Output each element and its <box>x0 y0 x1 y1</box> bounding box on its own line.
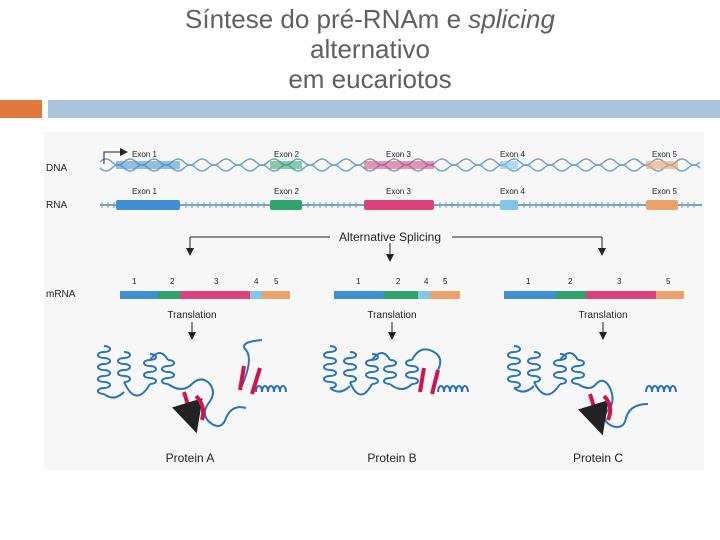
mrna-b-number-5: 5 <box>443 277 448 286</box>
rna-label: RNA <box>46 200 67 211</box>
mrna-label: mRNA <box>46 289 76 300</box>
mrna-c <box>504 291 684 299</box>
mrna-c-number-2: 2 <box>568 277 573 286</box>
mrna-a-number-4: 4 <box>254 277 259 286</box>
rna-exon-3-label: Exon 3 <box>386 187 411 196</box>
rna-exon-2-label: Exon 2 <box>274 187 299 196</box>
dna-exon-4-label: Exon 4 <box>500 150 525 159</box>
mrna-c-number-3: 3 <box>617 277 622 286</box>
rna-exon-1-label: Exon 1 <box>132 187 157 196</box>
protein-c <box>508 346 676 427</box>
protein-c-beta-strands <box>590 394 610 420</box>
mrna-b-number-1: 1 <box>356 277 361 286</box>
rna-strand <box>100 200 702 210</box>
mrna-a <box>120 291 290 299</box>
protein-a-label: Protein A <box>166 451 215 465</box>
mrna-b-number-2: 2 <box>396 277 401 286</box>
rna-exon-4-label: Exon 4 <box>500 187 525 196</box>
translation-label-a: Translation <box>167 310 216 321</box>
dna-exon-3-label: Exon 3 <box>386 150 411 159</box>
mrna-b-number-4: 4 <box>424 277 429 286</box>
mrna-a-number-1: 1 <box>132 277 137 286</box>
protein-a-beta-strands <box>184 366 260 420</box>
dna-exon-2-label: Exon 2 <box>274 150 299 159</box>
protein-c-label: Protein C <box>573 451 623 465</box>
translation-label-b: Translation <box>367 310 416 321</box>
protein-b-beta-strands <box>420 368 438 394</box>
alternative-splicing-label: Alternative Splicing <box>339 230 441 244</box>
protein-b <box>324 346 468 395</box>
mrna-a-number-2: 2 <box>170 277 175 286</box>
translation-label-c: Translation <box>578 310 627 321</box>
mrna-c-number-1: 1 <box>526 277 531 286</box>
protein-b-label: Protein B <box>367 451 416 465</box>
dna-exon-1-label: Exon 1 <box>132 150 157 159</box>
mrna-a-number-3: 3 <box>214 277 219 286</box>
rna-exon-5-label: Exon 5 <box>652 187 677 196</box>
dna-label: DNA <box>46 163 67 174</box>
mrna-a-number-5: 5 <box>274 277 279 286</box>
mrna-c-number-5: 5 <box>666 277 671 286</box>
mrna-b <box>334 291 460 299</box>
dna-exon-5-label: Exon 5 <box>652 150 677 159</box>
